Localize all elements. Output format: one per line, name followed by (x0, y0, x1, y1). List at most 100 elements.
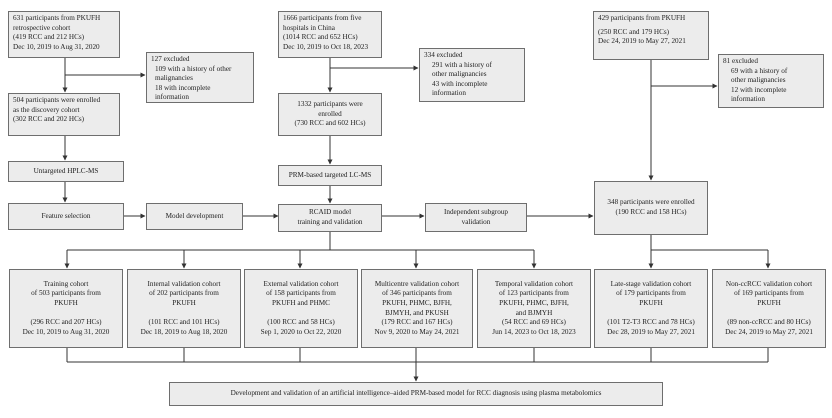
box-line: (419 RCC and 212 HCs) (13, 33, 85, 42)
box-line: of 503 participants from (31, 289, 101, 298)
box-line: 291 with a history of (432, 60, 492, 69)
box-line: Dec 28, 2019 to May 27, 2021 (607, 327, 695, 336)
cohort-box-training: Training cohort of 503 participants from… (9, 269, 123, 348)
box-line: Internal validation cohort (147, 279, 221, 288)
box-line: 69 with a history of (731, 66, 788, 75)
box-line: 127 excluded (151, 55, 190, 63)
box-line: PKUFH and PHMC (272, 298, 330, 307)
box-line: 18 with incomplete (155, 83, 211, 92)
cohort-box-late-stage-validation: Late-stage validation cohort of 179 part… (594, 269, 708, 348)
box-line: Feature selection (41, 211, 91, 220)
box-line: retrospective cohort (13, 23, 71, 32)
cohort-box-internal-validation: Internal validation cohort of 202 partic… (127, 269, 241, 348)
box-line: hospitals in China (283, 23, 335, 32)
box-line: Sep 1, 2020 to Oct 22, 2020 (260, 327, 342, 336)
box-line: of 346 participants from (382, 289, 452, 298)
box-line: BJMYH, and PKUSH (385, 308, 449, 317)
box-line: Nov 9, 2020 to May 24, 2021 (374, 327, 460, 336)
box-line: training and validation (297, 218, 363, 226)
box-line: Late-stage validation cohort (610, 279, 692, 288)
box-line: Dec 10, 2019 to Aug 31, 2020 (22, 327, 110, 336)
cohort-box-non-ccrcc-validation: Non-ccRCC validation cohort of 169 parti… (712, 269, 826, 348)
box-line: 348 participants were enrolled (607, 198, 695, 207)
box-line: of 202 participants from (149, 289, 219, 298)
box-line: Dec 10, 2019 to Aug 31, 2020 (13, 42, 100, 51)
box-line: 1332 participants were (297, 100, 363, 109)
box-line: 429 participants from PKUFH (598, 14, 686, 22)
box-line: and BJMYH (515, 308, 553, 317)
box-line: Development and validation of an artific… (230, 389, 602, 398)
box-line: (190 RCC and 158 HCs) (615, 208, 687, 216)
box-line: enrolled (318, 109, 342, 118)
excluded-box-81: 81 excluded 69 with a history of other m… (718, 54, 824, 108)
box-line: other malignancies (432, 70, 487, 79)
box-line: PKUFH, PHMC, BJFH, (499, 298, 569, 307)
excluded-box-334: 334 excluded 291 with a history of other… (419, 48, 525, 102)
box-line: PKUFH (172, 298, 196, 307)
box-line: 81 excluded (723, 57, 758, 65)
box-line: PKUFH (639, 298, 663, 307)
cohort-box-external-validation: External validation cohort of 158 partic… (244, 269, 358, 348)
box-line: (296 RCC and 207 HCs) (30, 318, 102, 327)
box-line: Independent subgroup (443, 207, 509, 216)
box-line: information (731, 95, 765, 104)
box-line: (302 RCC and 202 HCs) (13, 115, 85, 124)
final-summary-box: Development and validation of an artific… (169, 382, 663, 406)
box-line: validation (461, 217, 491, 226)
box-line: 1666 participants from five (283, 14, 362, 22)
box-line: of 123 participants from (499, 289, 569, 298)
discovery-cohort-box: 504 participants were enrolled as the di… (8, 93, 120, 136)
box-line: Jun 14, 2023 to Oct 18, 2023 (492, 327, 576, 336)
box-line: (100 RCC and 58 HCs) (267, 318, 335, 327)
feature-selection-box: Feature selection (8, 203, 124, 230)
box-line: Multicentre validation cohort (374, 279, 460, 288)
box-line: Model development (165, 211, 224, 220)
box-line: PRM-based targeted LC-MS (288, 170, 372, 179)
box-line: of 169 participants from (734, 289, 804, 298)
box-line: information (432, 89, 466, 98)
box-line: Dec 10, 2019 to Oct 18, 2023 (283, 42, 369, 51)
box-line: of 179 participants from (616, 289, 686, 298)
box-line: Training cohort (43, 279, 89, 288)
box-line: PKUFH, PHMC, BJFH, (382, 298, 452, 307)
source-box-pkufh-429: 429 participants from PKUFH (250 RCC and… (593, 11, 709, 60)
source-box-five-hospitals: 1666 participants from five hospitals in… (278, 11, 382, 58)
box-line: PKUFH (54, 298, 78, 307)
box-line: 109 with a history of other malignancies (155, 64, 232, 83)
enrolled-box-348: 348 participants were enrolled (190 RCC … (594, 181, 708, 235)
box-line: Temporal validation cohort (494, 279, 574, 288)
box-line: Dec 18, 2019 to Aug 18, 2020 (140, 327, 228, 336)
box-line: PKUFH (757, 298, 781, 307)
box-line: 631 participants from PKUFH (13, 14, 101, 22)
box-line: RCAID model (308, 208, 352, 217)
enrolled-box-1332: 1332 participants were enrolled (730 RCC… (278, 93, 382, 136)
box-line: (179 RCC and 167 HCs) (381, 318, 453, 327)
box-line: of 158 participants from (266, 289, 336, 298)
prm-targeted-lcms-box: PRM-based targeted LC-MS (278, 165, 382, 186)
box-line: Dec 24, 2019 to May 27, 2021 (598, 37, 686, 46)
box-line: External validation cohort (263, 279, 339, 288)
box-line: (250 RCC and 179 HCs) (598, 27, 670, 36)
box-line: Non-ccRCC validation cohort (725, 279, 813, 288)
box-line: other malignancies (731, 76, 786, 85)
independent-subgroup-validation-box: Independent subgroup validation (425, 203, 527, 232)
box-line: 504 participants were enrolled (13, 96, 101, 104)
box-line: (101 RCC and 101 HCs) (148, 318, 220, 327)
model-development-box: Model development (146, 203, 243, 230)
box-line: (54 RCC and 69 HCs) (502, 318, 566, 327)
box-line: (1014 RCC and 652 HCs) (283, 33, 358, 42)
untargeted-hplc-ms-box: Untargeted HPLC-MS (8, 161, 124, 182)
box-line: Untargeted HPLC-MS (33, 166, 99, 175)
box-line: (101 T2-T3 RCC and 78 HCs) (607, 318, 695, 327)
box-line: 12 with incomplete (731, 85, 787, 94)
excluded-box-127: 127 excluded 109 with a history of other… (146, 52, 254, 103)
rcaid-model-box: RCAID model training and validation (278, 204, 382, 232)
box-line: 334 excluded (424, 51, 463, 59)
box-line: 43 with incomplete (432, 79, 488, 88)
box-line: information (155, 93, 189, 102)
cohort-box-multicentre-validation: Multicentre validation cohort of 346 par… (361, 269, 473, 348)
box-line: (89 non-ccRCC and 80 HCs) (727, 318, 811, 327)
box-line: (730 RCC and 602 HCs) (294, 119, 366, 128)
source-box-pkufh-retrospective: 631 participants from PKUFH retrospectiv… (8, 11, 120, 58)
